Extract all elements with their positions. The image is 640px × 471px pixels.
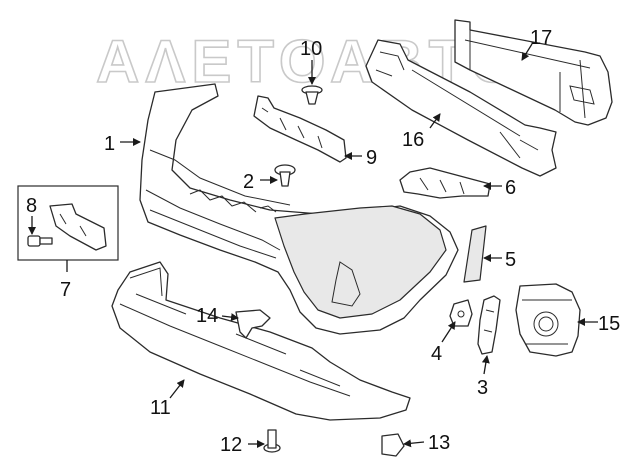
push-clip-part-2 [274, 164, 296, 187]
sensor-bracket-part-14 [235, 309, 271, 339]
clip-part-10 [301, 85, 323, 105]
side-bracket-part-6 [399, 167, 491, 199]
inset-detail-box [17, 185, 119, 261]
callout-12: 12 [220, 434, 242, 456]
callout-4: 4 [431, 343, 442, 365]
callout-1: 1 [104, 133, 115, 155]
callout-16: 16 [402, 129, 424, 151]
callout-15: 15 [598, 313, 620, 335]
callout-8: 8 [26, 195, 37, 217]
lower-spoiler [111, 261, 411, 421]
callout-11: 11 [150, 397, 171, 419]
small-bracket-part-4 [449, 299, 473, 327]
front-bumper-cover [139, 83, 459, 335]
clip-part-12 [263, 429, 281, 453]
nut-clip-part-13 [381, 433, 405, 457]
callout-5: 5 [505, 249, 516, 271]
energy-absorber [365, 39, 557, 177]
reflector-strip-part-5 [463, 225, 487, 283]
callout-14: 14 [196, 305, 218, 327]
callout-2: 2 [243, 171, 254, 193]
callout-labels: 1 2 3 4 5 6 7 8 9 10 11 12 13 14 15 16 1… [26, 27, 620, 456]
bumper-retainer-strip [253, 95, 347, 163]
callout-3: 3 [477, 377, 488, 399]
callout-13: 13 [428, 432, 450, 454]
callout-9: 9 [366, 147, 377, 169]
callout-7: 7 [60, 279, 71, 301]
bumper-reinforcement-beam [454, 19, 613, 126]
callout-17: 17 [530, 27, 552, 49]
vertical-bracket-part-3 [477, 295, 501, 355]
callout-10: 10 [300, 38, 322, 60]
fog-lamp-bezel [515, 283, 581, 357]
callout-6: 6 [505, 177, 516, 199]
leader-lines [28, 43, 598, 448]
